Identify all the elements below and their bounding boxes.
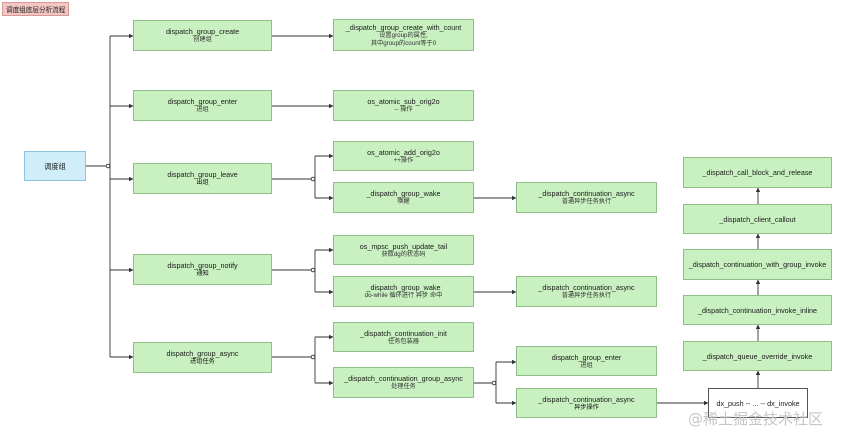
node-dispatch-group-notify: dispatch_group_notify 通知 [133, 254, 272, 285]
node-dispatch-queue-override-invoke: _dispatch_queue_override_invoke [683, 341, 832, 371]
node-title: _dispatch_call_block_and_release [702, 168, 813, 177]
node-title: _dispatch_continuation_async [538, 189, 635, 199]
node-dispatch-client-callout: _dispatch_client_callout [683, 204, 832, 234]
node-dispatch-group-create-with-count: _dispatch_group_create_with_count 设置grou… [333, 19, 474, 51]
node-subtitle: 创建组 [193, 36, 212, 44]
node-dispatch-group-wake-leave: _dispatch_group_wake 唤醒 [333, 182, 474, 213]
node-dispatch-continuation-with-group-invoke: _dispatch_continuation_with_group_invoke [683, 249, 832, 280]
node-title: os_atomic_sub_orig2o [367, 97, 440, 107]
node-subtitle: 设置group的属性, [379, 31, 428, 39]
node-dispatch-group-leave: dispatch_group_leave 出组 [133, 163, 272, 194]
node-dispatch-continuation-invoke-inline: _dispatch_continuation_invoke_inline [683, 295, 832, 325]
node-dispatch-continuation-async-leave: _dispatch_continuation_async 普通异步任务执行 [516, 182, 657, 213]
node-subtitle: 进组 [580, 361, 593, 369]
node-title: os_atomic_add_orig2o [367, 147, 440, 157]
node-subtitle: do-while 循环进行 异步 命中 [364, 292, 443, 300]
node-os-mpsc-push-update-tail: os_mpsc_push_update_tail 获取dg的状态码 [333, 235, 474, 265]
node-title: _dispatch_group_create_with_count [345, 22, 462, 32]
node-subtitle: 出组 [196, 179, 209, 187]
node-title: dispatch_group_leave [167, 170, 238, 180]
node-subtitle: 处理任务 [391, 383, 416, 391]
node-subtitle: 任务包装器 [388, 337, 419, 345]
node-title: _dispatch_client_callout [719, 214, 796, 224]
node-title: _dispatch_continuation_group_async [344, 374, 463, 384]
node-subtitle: 进组 [196, 106, 209, 114]
node-dispatch-group-enter: dispatch_group_enter 进组 [133, 90, 272, 121]
node-title: _dispatch_continuation_async [538, 283, 635, 293]
node-subtitle: 进组任务 [190, 358, 215, 366]
node-dispatch-continuation-group-async: _dispatch_continuation_group_async 处理任务 [333, 367, 474, 398]
node-subtitle: -- 操作 [394, 106, 413, 114]
node-dispatch-continuation-init: _dispatch_continuation_init 任务包装器 [333, 322, 474, 352]
node-subtitle: 异步操作 [574, 403, 599, 411]
node-os-atomic-sub-orig2o: os_atomic_sub_orig2o -- 操作 [333, 90, 474, 121]
node-title: _dispatch_continuation_invoke_inline [697, 305, 818, 315]
node-os-atomic-add-orig2o: os_atomic_add_orig2o ++操作 [333, 141, 474, 171]
node-dispatch-continuation-async-notify: _dispatch_continuation_async 普通异步任务执行 [516, 276, 657, 307]
node-title: dispatch_group_create [165, 27, 240, 37]
node-title: dx_push -- ... -- dx_invoke [716, 398, 800, 408]
node-title: os_mpsc_push_update_tail [359, 241, 448, 251]
node-title: _dispatch_group_wake [366, 189, 441, 199]
node-dispatch-group-create: dispatch_group_create 创建组 [133, 20, 272, 51]
junction-dot [310, 354, 316, 360]
node-title: _dispatch_group_wake [366, 283, 441, 293]
node-title: dispatch_group_notify [167, 261, 238, 271]
node-subtitle: 通知 [196, 270, 209, 278]
diagram-title: 调度组底层分析流程 [2, 2, 70, 16]
node-subtitle: ++操作 [393, 156, 414, 164]
node-title: dispatch_group_enter [551, 352, 622, 362]
node-subtitle: 唤醒 [397, 198, 410, 206]
node-dispatch-group-async: dispatch_group_async 进组任务 [133, 342, 272, 373]
node-root: 调度组 [24, 151, 86, 181]
junction-dot [310, 176, 316, 182]
node-title: _dispatch_continuation_init [360, 328, 447, 338]
node-title: _dispatch_continuation_async [538, 394, 635, 404]
junction-dot [310, 267, 316, 273]
node-subtitle: 获取dg的状态码 [381, 250, 426, 258]
node-title: _dispatch_queue_override_invoke [702, 351, 813, 361]
node-dispatch-group-wake-notify: _dispatch_group_wake do-while 循环进行 异步 命中 [333, 276, 474, 307]
node-title: dispatch_group_async [166, 349, 239, 359]
node-title: _dispatch_continuation_with_group_invoke [688, 260, 827, 269]
node-dx-push-invoke: dx_push -- ... -- dx_invoke [708, 388, 808, 418]
node-root-title: 调度组 [44, 161, 66, 171]
junction-dot [491, 380, 497, 386]
node-subtitle: 普通异步任务执行 [561, 292, 612, 300]
node-subtitle: 普通异步任务执行 [561, 198, 612, 206]
node-subtitle-line2: 其中group的count等于0 [370, 39, 437, 47]
node-dispatch-call-block-and-release: _dispatch_call_block_and_release [683, 157, 832, 188]
junction-dot [105, 163, 111, 169]
node-dispatch-group-enter-async: dispatch_group_enter 进组 [516, 346, 657, 376]
node-dispatch-continuation-async-async: _dispatch_continuation_async 异步操作 [516, 388, 657, 418]
node-title: dispatch_group_enter [167, 97, 238, 107]
watermark-text: @稀土掘金技术社区 [688, 410, 824, 428]
